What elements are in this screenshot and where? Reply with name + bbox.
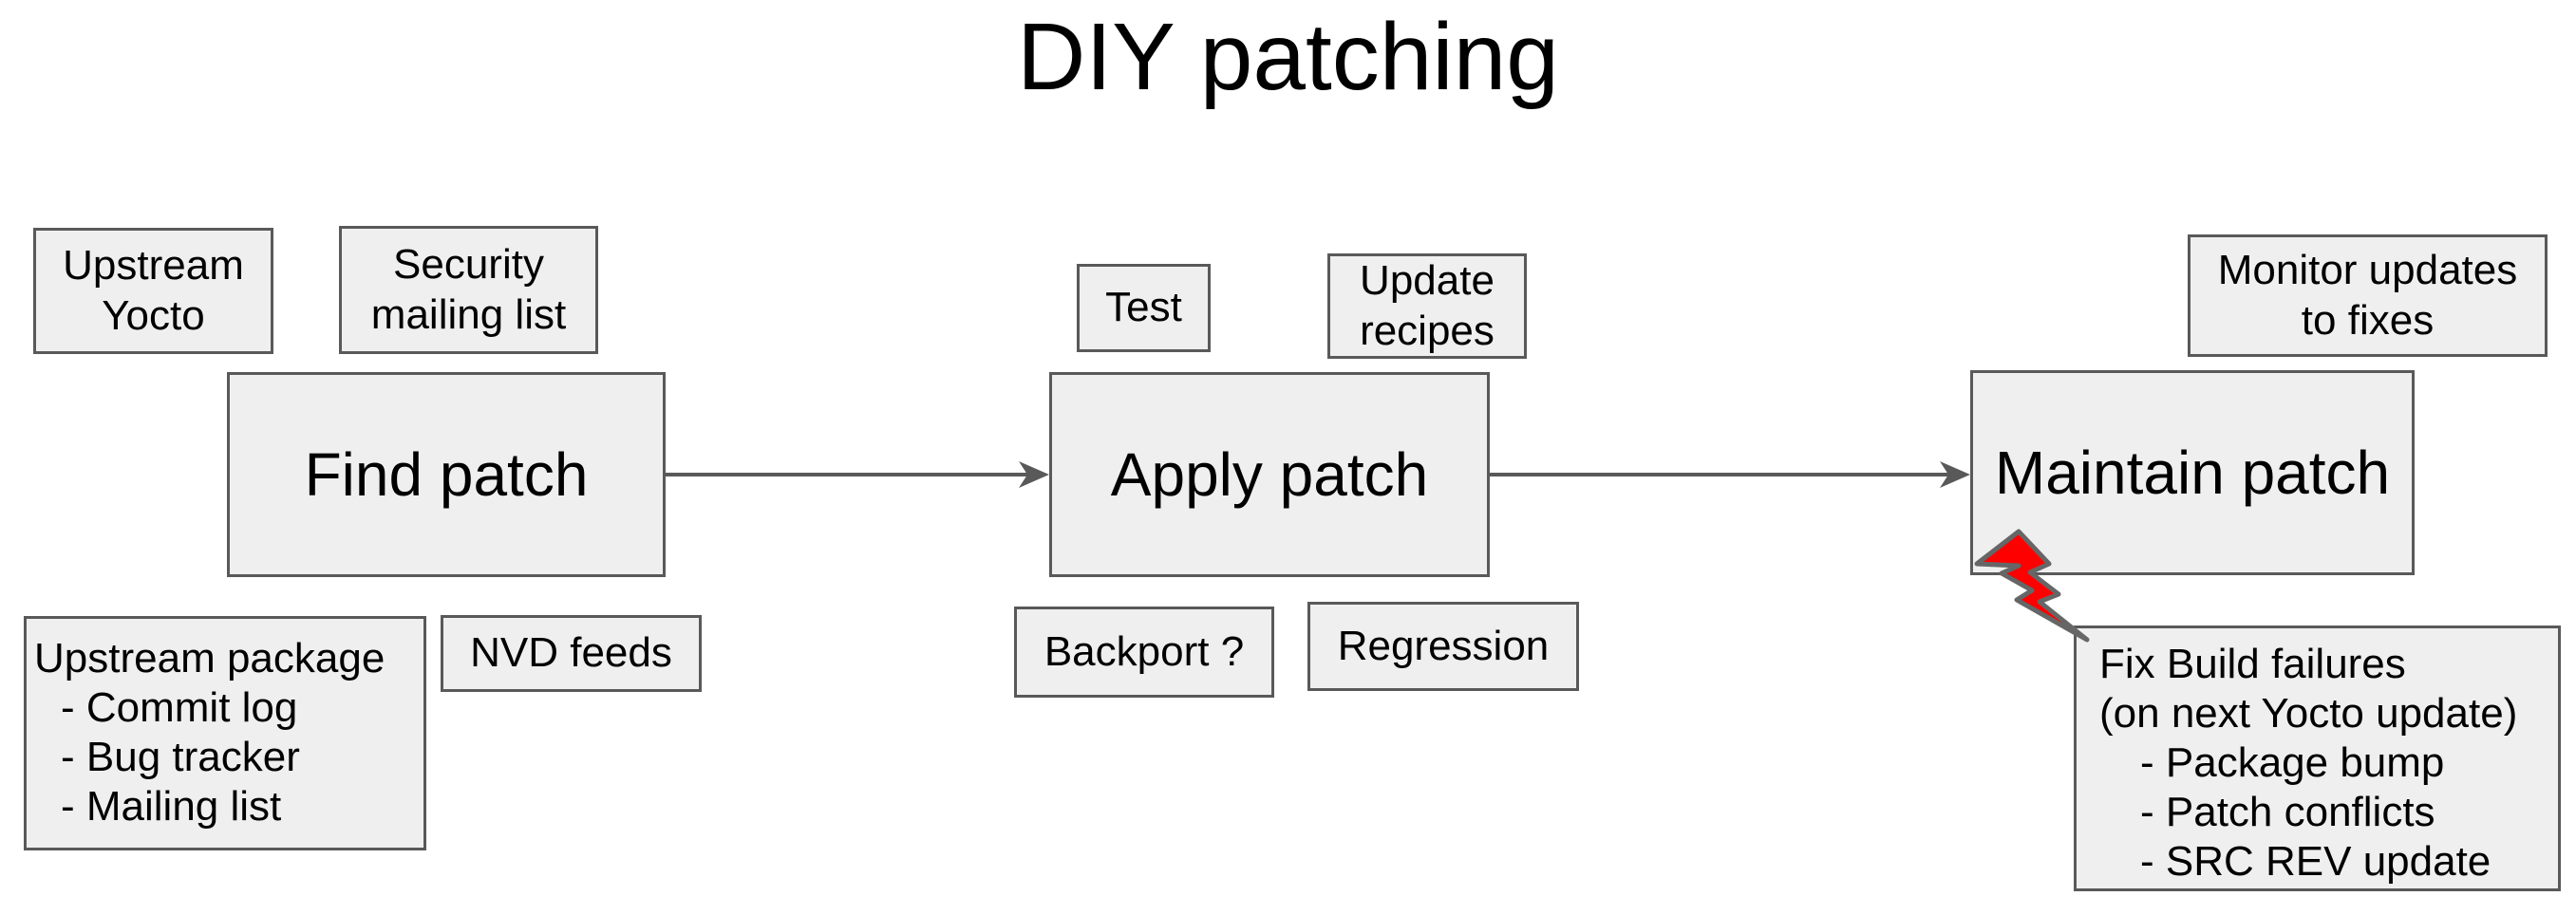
- note-monitor-updates-label: Monitor updates to fixes: [2217, 246, 2518, 344]
- note-monitor-updates: Monitor updates to fixes: [2188, 234, 2548, 357]
- flow-step-find-patch-label: Find patch: [304, 439, 589, 509]
- arrow-find-to-apply: [666, 461, 1049, 488]
- arrow-apply-to-maintain: [1490, 461, 1970, 488]
- flow-step-find-patch: Find patch: [227, 372, 666, 577]
- note-nvd-feeds: NVD feeds: [441, 615, 702, 692]
- flow-step-apply-patch-label: Apply patch: [1110, 439, 1429, 509]
- lightning-bolt-icon: [1974, 529, 2090, 643]
- flow-step-maintain-patch-label: Maintain patch: [1994, 438, 2391, 507]
- note-fix-build-failures-line: (on next Yocto update): [2099, 690, 2518, 737]
- note-test: Test: [1077, 264, 1211, 352]
- note-fix-build-failures-line: Fix Build failures: [2099, 641, 2406, 687]
- note-fix-build-failures-item: - Package bump: [2140, 739, 2445, 786]
- note-upstream-package-title: Upstream package: [34, 635, 385, 682]
- note-upstream-package-item: - Mailing list: [61, 783, 282, 830]
- note-nvd-feeds-label: NVD feeds: [470, 629, 672, 677]
- note-security-mailing-list: Security mailing list: [339, 226, 598, 354]
- note-test-label: Test: [1105, 284, 1182, 331]
- note-upstream-package-item: - Bug tracker: [61, 734, 300, 780]
- note-upstream-package-item: - Commit log: [61, 684, 298, 731]
- flow-step-maintain-patch: Maintain patch: [1970, 370, 2415, 575]
- note-upstream-yocto-label: Upstream Yocto: [63, 241, 244, 339]
- note-update-recipes-label: Update recipes: [1360, 256, 1495, 354]
- note-update-recipes: Update recipes: [1327, 253, 1527, 359]
- note-upstream-package: Upstream package - Commit log - Bug trac…: [24, 616, 426, 850]
- note-backport-label: Backport ?: [1044, 627, 1245, 675]
- note-fix-build-failures-item: - SRC REV update: [2140, 838, 2491, 885]
- note-fix-build-failures-item: - Patch conflicts: [2140, 789, 2435, 835]
- note-backport: Backport ?: [1014, 607, 1274, 698]
- page-title: DIY patching: [1017, 4, 1559, 110]
- note-regression-label: Regression: [1337, 622, 1550, 669]
- note-upstream-yocto: Upstream Yocto: [33, 228, 273, 354]
- note-fix-build-failures: Fix Build failures (on next Yocto update…: [2074, 626, 2561, 891]
- note-regression: Regression: [1307, 602, 1579, 691]
- note-security-mailing-list-label: Security mailing list: [370, 240, 567, 338]
- flow-step-apply-patch: Apply patch: [1049, 372, 1490, 577]
